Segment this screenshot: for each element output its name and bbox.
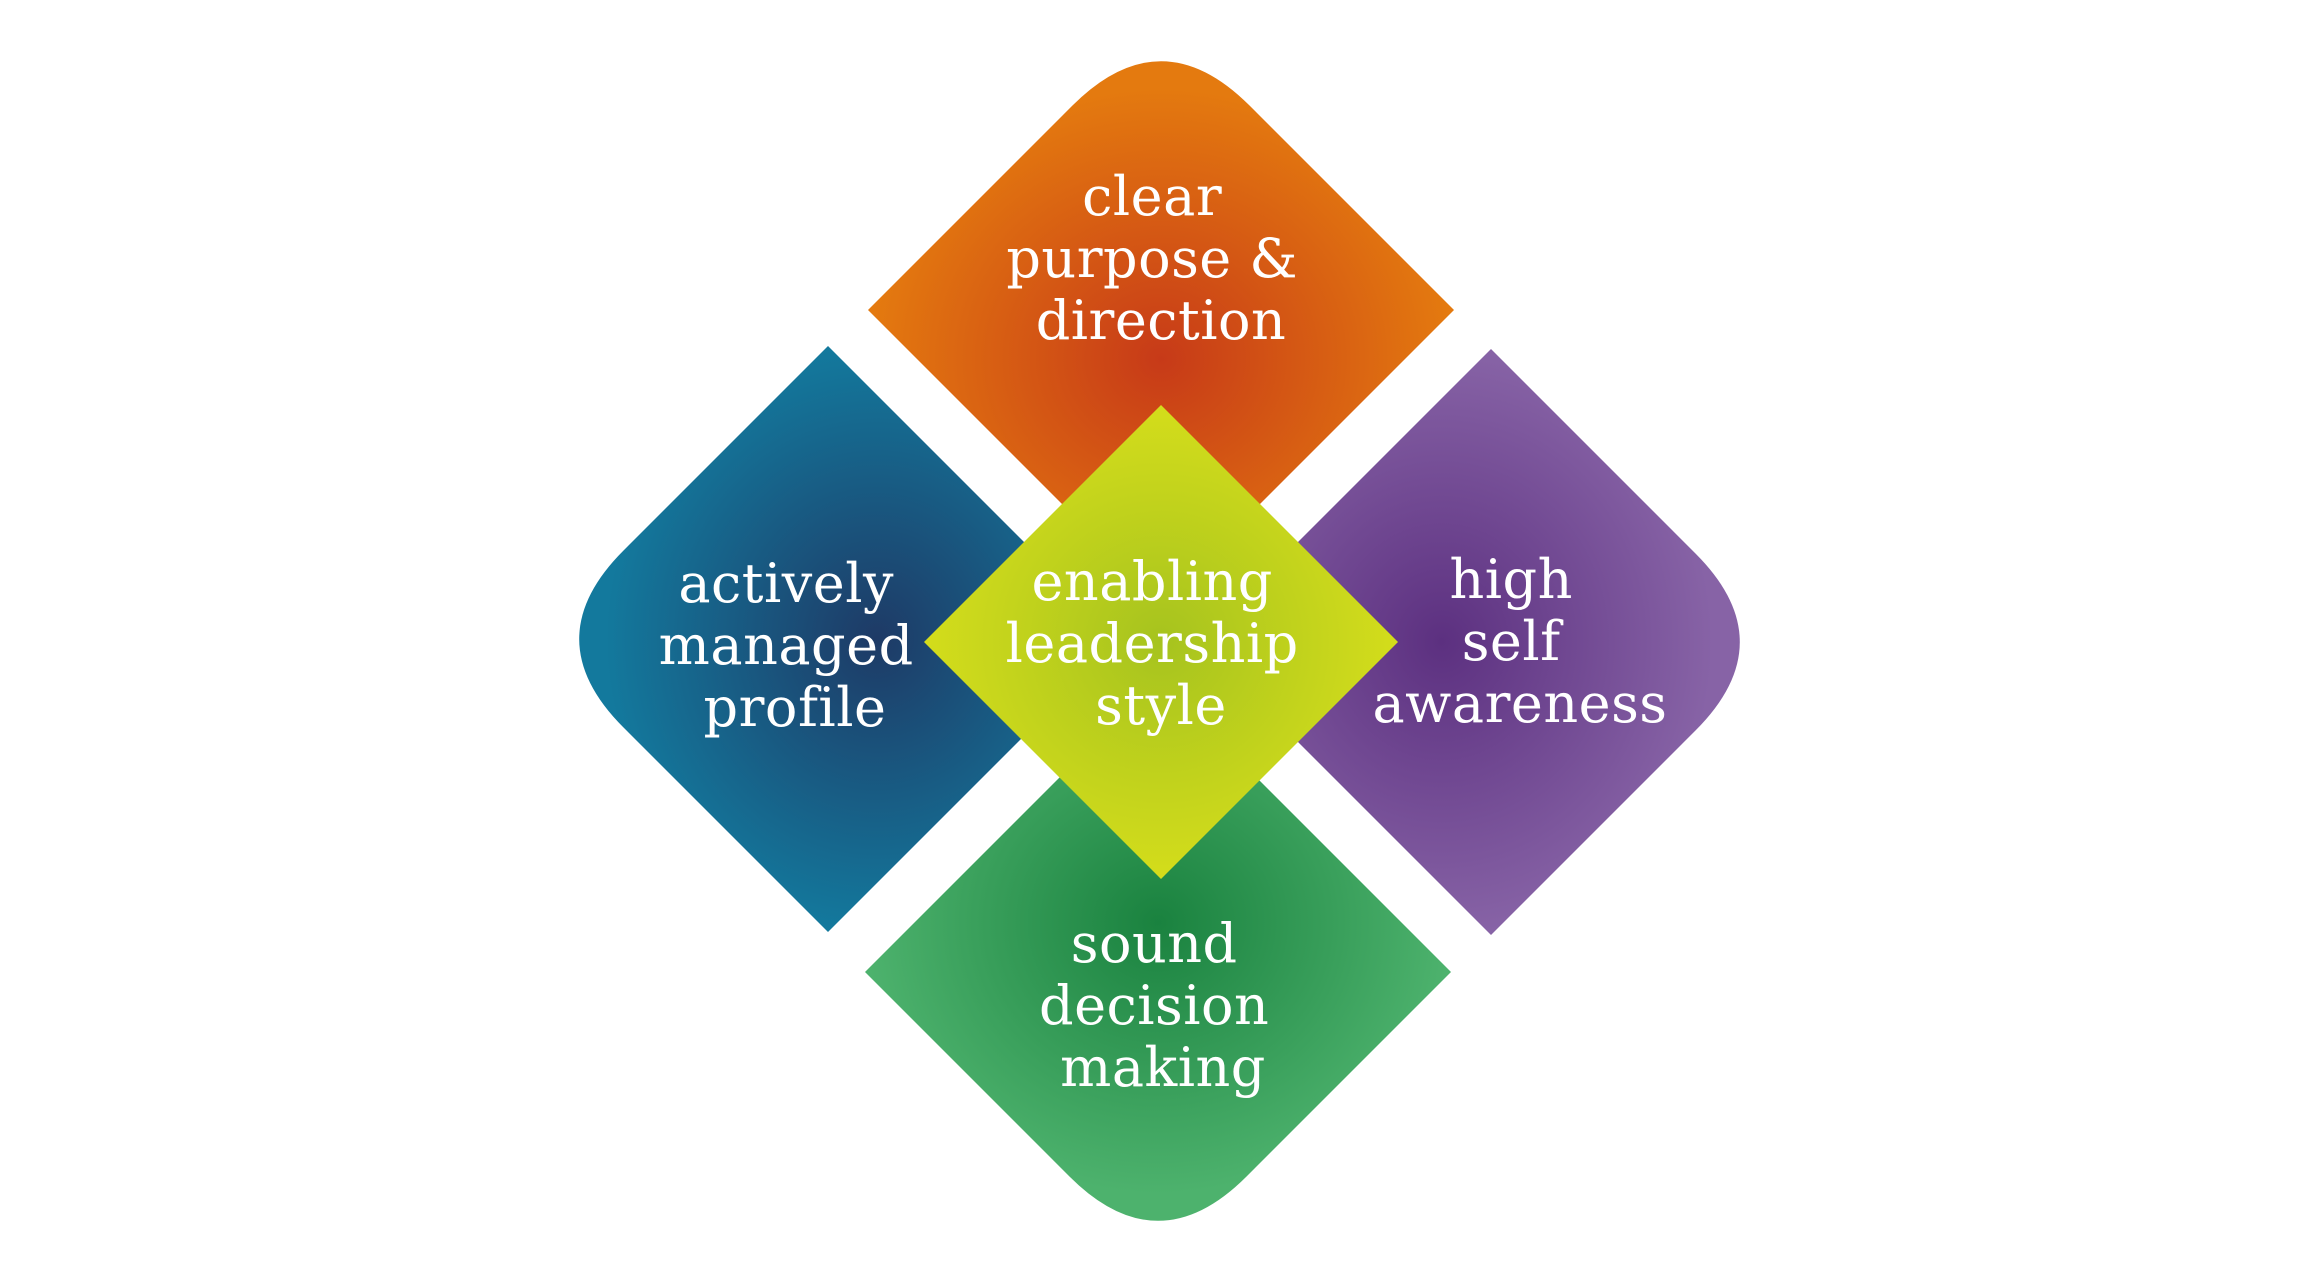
petal-top-line-2: purpose & xyxy=(1006,227,1298,290)
petal-left-line-3: profile xyxy=(704,676,887,739)
petal-bottom-line-1: sound xyxy=(1071,912,1238,975)
petal-top: clear purpose & direction xyxy=(868,61,1454,603)
petal-right-shape xyxy=(1198,349,1740,935)
petal-right-line-2: self xyxy=(1462,610,1564,673)
petal-top-label: clear purpose & direction xyxy=(1006,165,1315,352)
petal-left-label: actively managed profile xyxy=(659,552,932,739)
petal-bottom-shape xyxy=(865,679,1451,1221)
center-diamond: enabling leadership style xyxy=(924,405,1398,879)
petal-bottom: sound decision making xyxy=(865,679,1451,1221)
center-line-1: enabling xyxy=(1031,550,1272,613)
petal-left-shape xyxy=(579,346,1121,932)
petal-top-shape xyxy=(868,61,1454,603)
center-label: enabling leadership style xyxy=(1006,550,1317,737)
petal-left: actively managed profile xyxy=(579,346,1121,932)
petal-top-line-3: direction xyxy=(1036,289,1287,352)
petal-right-line-3: awareness xyxy=(1372,672,1667,735)
petal-bottom-label: sound decision making xyxy=(1039,912,1287,1099)
center-diamond-shape xyxy=(924,405,1398,879)
petal-top-line-1: clear xyxy=(1082,165,1222,228)
petal-bottom-line-2: decision xyxy=(1039,974,1269,1037)
petal-left-line-2: managed xyxy=(659,614,914,677)
petal-left-line-1: actively xyxy=(678,552,894,615)
center-line-2: leadership xyxy=(1006,612,1299,675)
petal-right-line-1: high xyxy=(1449,548,1572,611)
petal-bottom-line-3: making xyxy=(1060,1036,1266,1099)
petal-right-label: high self awareness xyxy=(1372,548,1667,735)
center-line-3: style xyxy=(1095,674,1227,737)
petal-right: high self awareness xyxy=(1198,349,1740,935)
